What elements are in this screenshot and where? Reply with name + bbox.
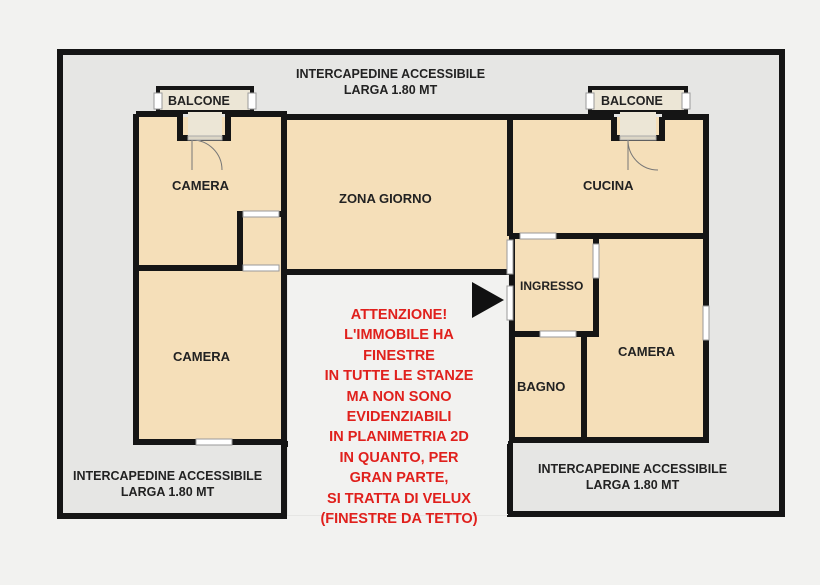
warning-line: IN PLANIMETRIA 2D <box>329 429 469 446</box>
balcony-label-right: BALCONE <box>601 94 663 108</box>
room-label-ingresso: INGRESSO <box>520 279 584 293</box>
room-label-zona-giorno: ZONA GIORNO <box>339 191 432 206</box>
room-label-cucina: CUCINA <box>583 178 634 193</box>
warning-line: EVIDENZIABILI <box>346 409 452 426</box>
room-camera-right <box>586 236 706 440</box>
warning-line: L'IMMOBILE HA <box>344 327 454 344</box>
room-zona-giorno <box>284 117 510 272</box>
warning-notice: ATTENZIONE! L'IMMOBILE HA FINESTRE IN TU… <box>288 305 510 529</box>
room-bagno <box>512 334 584 440</box>
intercapedine-bottom-right: INTERCAPEDINE ACCESSIBILE LARGA 1.80 MT <box>538 461 727 493</box>
warning-line: FINESTRE <box>363 347 435 364</box>
entrance-arrow-icon <box>472 282 504 318</box>
balcony-label-left: BALCONE <box>168 94 230 108</box>
central-void <box>288 275 508 515</box>
warning-line: SI TRATTA DI VELUX <box>327 490 471 507</box>
intercapedine-bottom-right-line2: LARGA 1.80 MT <box>585 478 680 492</box>
room-cucina <box>510 117 706 236</box>
warning-line: IN QUANTO, PER <box>339 449 459 466</box>
warning-line: MA NON SONO <box>346 388 452 405</box>
room-label-bagno: BAGNO <box>517 379 566 394</box>
door-swing-icon <box>191 139 659 171</box>
intercapedine-bottom-right-line1: INTERCAPEDINE ACCESSIBILE <box>538 462 728 476</box>
balcony-right <box>588 86 688 136</box>
intercapedine-bottom-left-line1: INTERCAPEDINE ACCESSIBILE <box>73 469 263 483</box>
warning-line: IN TUTTE LE STANZE <box>324 368 474 385</box>
warning-line: GRAN PARTE, <box>349 470 449 487</box>
room-fills <box>136 117 706 440</box>
intercapedine-bottom-left: INTERCAPEDINE ACCESSIBILE LARGA 1.80 MT <box>73 468 262 500</box>
room-label-camera-right: CAMERA <box>618 344 676 359</box>
room-ingresso <box>512 236 596 334</box>
intercapedine-top: INTERCAPEDINE ACCESSIBILE LARGA 1.80 MT <box>296 66 485 98</box>
room-label-camera-bottom-left: CAMERA <box>173 349 231 364</box>
openings <box>153 92 710 446</box>
intercapedine-top-line2: LARGA 1.80 MT <box>343 83 438 97</box>
hallway <box>240 214 288 270</box>
warning-line: (FINESTRE DA TETTO) <box>320 511 478 528</box>
balcony-left <box>156 86 254 136</box>
intercapedine-bottom-left-line2: LARGA 1.80 MT <box>120 485 215 499</box>
room-camera-bottom-left <box>136 270 284 440</box>
warning-line: ATTENZIONE! <box>350 307 448 323</box>
intercapedine-top-line1: INTERCAPEDINE ACCESSIBILE <box>296 67 486 81</box>
room-label-camera-top-left: CAMERA <box>172 178 230 193</box>
